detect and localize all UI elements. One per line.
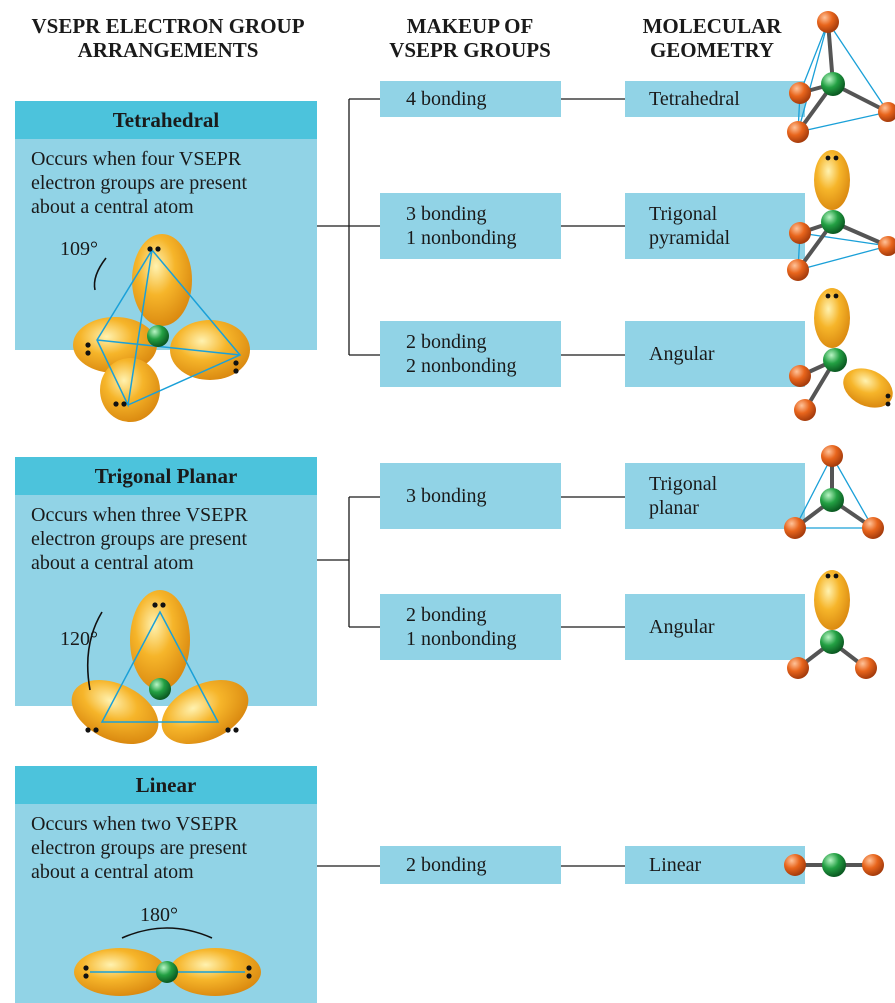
geometry-box-linear: Linear xyxy=(625,846,805,884)
group-description: Occurs when four VSEPR electron groups a… xyxy=(31,148,248,218)
tetrahedral-molecule-model xyxy=(787,11,895,143)
group-tetrahedral: Tetrahedral Occurs when four VSEPR elect… xyxy=(15,101,317,350)
group-title: Linear xyxy=(15,766,317,804)
group-title: Tetrahedral xyxy=(15,101,317,139)
header-makeup: MAKEUP OF VSEPR GROUPS xyxy=(389,14,551,62)
header-arrangements: VSEPR ELECTRON GROUP ARRANGEMENTS xyxy=(31,14,305,62)
angle-label-120: 120° xyxy=(60,628,98,650)
makeup-box-3-bonding: 3 bonding xyxy=(380,463,561,529)
geometry-box-angular-1: Angular xyxy=(625,321,805,387)
group-title: Trigonal Planar xyxy=(15,457,317,495)
group-description: Occurs when three VSEPR electron groups … xyxy=(31,504,248,574)
group-linear: Linear Occurs when two VSEPR electron gr… xyxy=(15,766,317,1003)
makeup-box-2-bonding: 2 bonding xyxy=(380,846,561,884)
makeup-box-2-bonding-2-nonbonding: 2 bonding 2 nonbonding xyxy=(380,321,561,387)
geometry-box-tetrahedral: Tetrahedral xyxy=(625,81,805,117)
angle-label-109: 109° xyxy=(60,238,98,260)
geometry-box-trigonal-pyramidal: Trigonal pyramidal xyxy=(625,193,805,259)
geometry-box-trigonal-planar: Trigonal planar xyxy=(625,463,805,529)
makeup-box-3-bonding-1-nonbonding: 3 bonding 1 nonbonding xyxy=(380,193,561,259)
geometry-box-angular-2: Angular xyxy=(625,594,805,660)
header-geometry: MOLECULAR GEOMETRY xyxy=(642,14,782,62)
angle-label-180: 180° xyxy=(140,904,178,926)
makeup-box-2-bonding-1-nonbonding: 2 bonding 1 nonbonding xyxy=(380,594,561,660)
group-trigonal-planar: Trigonal Planar Occurs when three VSEPR … xyxy=(15,457,317,706)
makeup-box-4-bonding: 4 bonding xyxy=(380,81,561,117)
group-description: Occurs when two VSEPR electron groups ar… xyxy=(31,813,248,883)
